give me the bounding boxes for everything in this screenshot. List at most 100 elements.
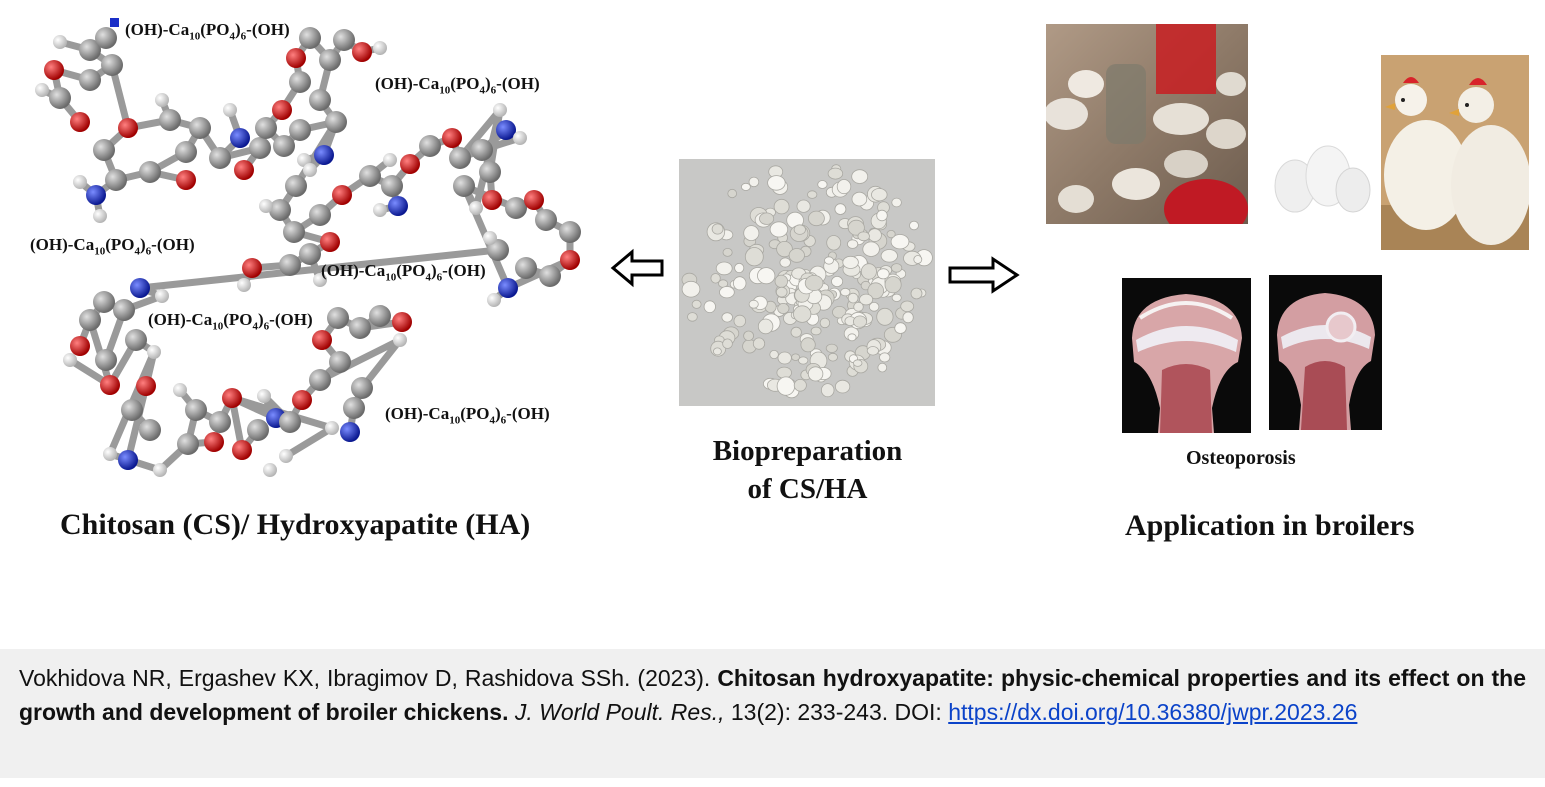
citation-volume: 13(2): 233-243. DOI: [730,699,942,725]
granule [721,312,733,323]
granule [867,282,885,300]
nitrogen-atom [118,450,138,470]
carbon-atom [269,199,291,221]
granule [810,326,822,336]
citation-doi-link[interactable]: https://dx.doi.org/10.36380/jwpr.2023.26 [948,699,1358,725]
carbon-atom [333,29,355,51]
granule [691,299,702,309]
granule [867,228,882,242]
hydrogen-atom [263,463,277,477]
granule [779,257,791,268]
bond [282,424,336,460]
hydrogen-atom [303,163,317,177]
granule [891,293,902,302]
granule [703,300,716,314]
carbon-atom [419,135,441,157]
granule [852,359,863,367]
granule [840,287,851,297]
oxygen-atom [272,100,292,120]
right-caption: Application in broilers [1125,509,1415,542]
granule [769,349,779,359]
granule [827,167,844,180]
nitrogen-atom [498,278,518,298]
bond [316,336,404,384]
granule [835,379,851,394]
oxygen-atom [482,190,502,210]
granule [880,249,898,263]
nitrogen-atom [496,120,516,140]
carbon-atom [369,305,391,327]
carbon-atom [249,137,271,159]
granule [687,312,698,322]
granule [743,225,760,241]
carbon-atom [289,119,311,141]
granule [759,212,775,225]
bond [504,256,574,292]
granule [871,188,888,202]
granule [741,182,751,191]
hydrogen-atom [513,131,527,145]
granule [860,263,877,280]
carbon-atom [325,111,347,133]
formula-label-4: (OH)-Ca10(PO4)6-(OH) [321,261,486,284]
granule [733,276,747,291]
arrow-right-icon [948,256,1020,294]
nitrogen-atom [314,145,334,165]
bone-photo-2 [1269,275,1382,430]
hydrogen-atom [35,83,49,97]
hydrogen-atom [237,278,251,292]
carbon-atom [471,139,493,161]
carbon-atom [319,49,341,71]
carbon-atom [327,307,349,329]
granule [862,241,880,257]
citation-text: Vokhidova NR, Ergashev KX, Ibragimov D, … [19,661,1526,729]
oxygen-atom [136,376,156,396]
granule [859,293,874,306]
formula-label-2: (OH)-Ca10(PO4)6-(OH) [375,74,540,97]
carbon-atom [283,221,305,243]
granule [877,268,890,280]
carbon-atom [359,165,381,187]
carbon-atom [299,27,321,49]
carbon-atom [273,135,295,157]
carbon-atom [285,175,307,197]
carbon-atom [105,169,127,191]
oxygen-atom [242,258,262,278]
hydrogen-atom [393,333,407,347]
cap-square [110,18,119,27]
granule [807,210,825,227]
oxygen-atom [292,390,312,410]
carbon-atom [535,209,557,231]
hydrogen-atom [469,201,483,215]
oxygen-atom [320,232,340,252]
granule [902,311,914,324]
hydrogen-atom [313,273,327,287]
hydrogen-atom [103,447,117,461]
granule [757,267,776,285]
granule [847,292,859,304]
nitrogen-atom [130,278,150,298]
carbon-atom [247,419,269,441]
granule [851,169,869,184]
carbon-atom [289,71,311,93]
granule [681,280,701,298]
nitrogen-atom [388,196,408,216]
carbon-atom [453,175,475,197]
granule [807,366,824,382]
oxygen-atom [118,118,138,138]
granule [733,314,747,328]
carbon-atom [79,69,101,91]
arrow-left-icon [610,248,664,288]
carbon-atom [49,87,71,109]
granule [853,301,864,312]
carbon-atom [309,89,331,111]
oxygen-atom [232,440,252,460]
carbon-atom [139,161,161,183]
granule [877,362,888,373]
bone-photo-1 [1122,278,1251,433]
hydrogen-atom [173,383,187,397]
carbon-atom [95,27,117,49]
hydrogen-atom [493,103,507,117]
oxygen-atom [286,48,306,68]
carbon-atom [125,329,147,351]
